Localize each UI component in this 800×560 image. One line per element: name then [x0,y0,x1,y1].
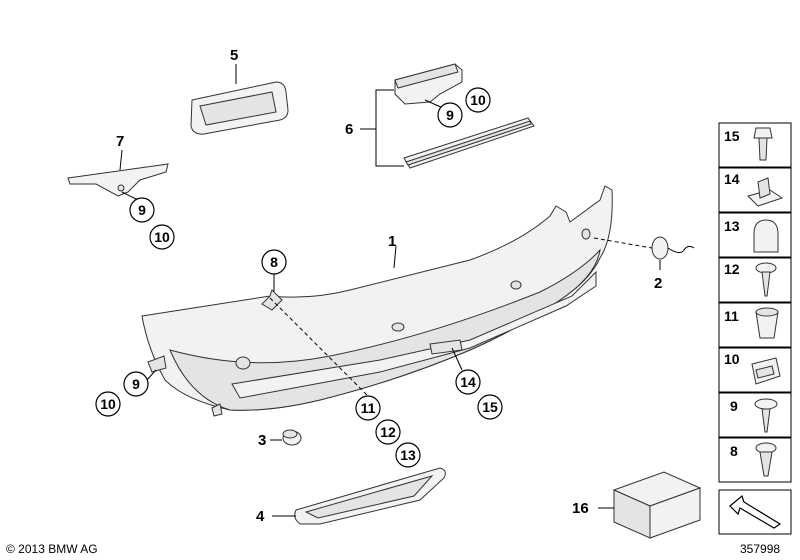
sidebar-item-9[interactable]: 9 [718,392,792,438]
dash-2 [593,237,653,249]
part-4-grille[interactable] [294,467,446,525]
clip-nut-icon [747,177,784,207]
callout-circle-10b [149,224,175,250]
callout-12: 12 [380,424,396,440]
part-1-bumper[interactable] [141,185,613,417]
callout-circle-12 [375,419,401,445]
svg-text:13: 13 [724,218,740,234]
sidebar-item-15[interactable]: 15 [718,122,792,168]
callout-9b: 9 [138,202,146,218]
callout-9a: 9 [446,107,454,123]
bracket-6-leader [375,89,404,167]
leader-14 [451,347,463,371]
leader-7 [119,149,123,171]
callout-2: 2 [654,275,662,292]
callout-10b: 10 [154,229,170,245]
copyright-text: © 2013 BMW AG [6,542,98,556]
self-tapping-screw-icon [755,262,777,297]
callout-circle-10a [465,87,491,113]
screw-bolt-icon [753,127,773,161]
sidebar-item-12[interactable]: 12 [718,257,792,303]
sidebar-item-10[interactable]: 10 [718,347,792,393]
callout-8: 8 [270,254,278,270]
expanding-rivet-icon [755,442,777,477]
sidebar-arrow-box[interactable] [718,489,792,535]
svg-text:14: 14 [724,171,740,187]
svg-text:8: 8 [730,443,738,459]
callout-5: 5 [230,47,238,64]
part-16-box[interactable] [612,471,702,539]
cap-icon [753,219,779,253]
svg-text:9: 9 [730,398,738,414]
part-5-lamp-housing[interactable] [190,81,289,135]
sidebar-fasteners: 15 14 13 12 [718,122,792,535]
dash-11 [269,297,369,397]
clip-icon [751,357,781,385]
sidebar-item-8[interactable]: 8 [718,437,792,483]
callout-16: 16 [572,500,589,517]
part-6-bracket[interactable] [394,63,463,105]
callout-1: 1 [388,233,396,250]
expanding-nut-icon [755,307,779,339]
sidebar-item-14[interactable]: 14 [718,167,792,213]
callout-10a: 10 [470,92,486,108]
screw-icon [754,398,778,433]
callout-circle-14 [455,369,481,395]
callout-circle-13 [395,442,421,468]
callout-circle-9c [123,371,149,397]
callout-13: 13 [400,447,416,463]
callout-11: 11 [361,400,376,416]
part-2-sensor-cap[interactable] [651,236,695,260]
callout-14: 14 [460,374,476,390]
svg-text:10: 10 [724,351,740,367]
diagram-id: 357998 [740,542,780,556]
sidebar-item-11[interactable]: 11 [718,302,792,348]
arrow-icon [729,494,782,529]
callout-circle-9a [437,102,463,128]
callout-circle-15 [477,394,503,420]
svg-text:15: 15 [724,128,740,144]
callout-circle-10c [95,391,121,417]
callout-4: 4 [256,508,265,525]
sidebar-item-13[interactable]: 13 [718,212,792,258]
callout-3: 3 [258,432,266,449]
leader-1 [393,245,397,269]
callout-circle-11 [355,395,381,421]
leader-9c [145,369,157,382]
callout-circle-9b [129,197,155,223]
part-3-sensor[interactable] [282,429,302,446]
svg-text:12: 12 [724,261,740,277]
callout-10c: 10 [100,396,116,412]
part-6-strip[interactable] [403,117,535,169]
callout-9c: 9 [132,376,140,392]
callout-circle-8 [261,249,287,275]
leader-9a [424,99,444,109]
callout-7: 7 [116,133,124,150]
leader-9b [121,191,139,201]
callout-15: 15 [482,399,498,415]
callout-6: 6 [345,121,353,138]
svg-text:11: 11 [724,308,739,324]
part-7-bracket[interactable] [67,163,169,197]
